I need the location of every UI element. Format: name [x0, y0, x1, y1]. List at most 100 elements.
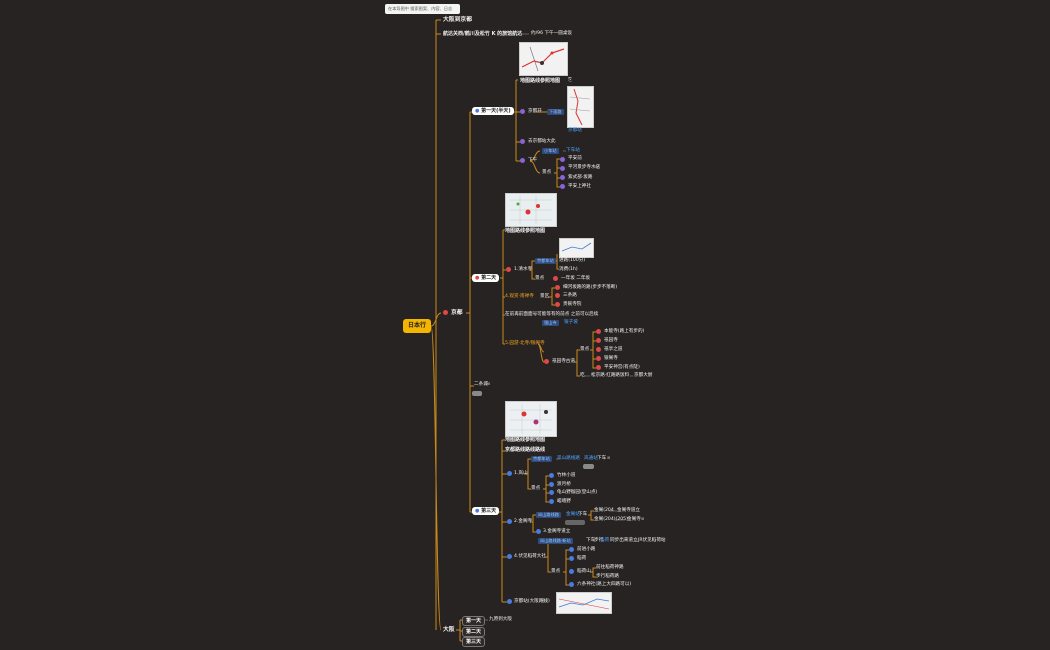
day3-map-note[interactable]: 地图路线参照地图 — [505, 437, 546, 443]
day2-route-thumbnail[interactable] — [559, 238, 594, 258]
day2-group2-item-2[interactable]: 三条路 — [563, 293, 577, 298]
day3-group2-badge[interactable] — [565, 520, 585, 525]
day2-group3-scenic[interactable]: 景点 — [580, 347, 590, 352]
day3-tail[interactable]: 京都站(大阪路线) — [514, 599, 550, 604]
day1-item-3[interactable]: 紫式部·坂路 — [568, 175, 593, 180]
search-input[interactable]: 在本导图中 搜索图案、内容、日志 — [385, 4, 460, 14]
day3-tag-arashiyama-station[interactable]: 岚通站 — [584, 456, 598, 461]
note-icon[interactable]: ⊞ — [487, 381, 491, 386]
day3-group1-item-1[interactable]: 竹林小道 — [557, 473, 576, 478]
day3-tag-getoff-2[interactable]: 下车 — [578, 512, 588, 517]
day3-group4-item-1[interactable]: 前进小路 — [577, 547, 596, 552]
day1-route-thumbnail[interactable] — [567, 86, 594, 128]
day3-group2[interactable]: 2.金阁寺 — [514, 519, 533, 524]
day1-afternoon-start[interactable]: 京都开 — [528, 109, 542, 114]
day2-group2[interactable]: 4.观赏·南禅寺 — [505, 294, 534, 299]
node-day2[interactable]: ● 第二天 — [472, 274, 500, 282]
node-osaka-to-kyoto[interactable]: 大阪到京都 — [443, 17, 472, 23]
node-day3[interactable]: ● 第三天 — [472, 507, 500, 515]
osaka-day1[interactable]: 第一天 — [462, 616, 486, 626]
day2-group3-eat-b[interactable]: 京都大厨 — [634, 373, 653, 378]
day1-item-1[interactable]: 平安前 — [568, 156, 582, 161]
day3-group1-item-3[interactable]: 龟山野猴园(登山点) — [557, 490, 598, 495]
day1-after-kyoto[interactable]: 去京都站大此 — [528, 139, 556, 144]
day2-group3-item-5[interactable]: 平安神宫(有点陡) — [604, 365, 640, 370]
day1-scenic[interactable]: 景点 — [542, 170, 552, 175]
day2-group3-item-2[interactable]: 祇园寺 — [604, 338, 618, 343]
day3-collapsed-badge[interactable] — [583, 464, 594, 469]
day3-group4-item-3[interactable]: 稻荷山 — [577, 569, 591, 574]
day3-intro[interactable]: 京都路线路线路线 — [505, 447, 546, 453]
day1-map-thumbnail[interactable] — [519, 42, 568, 76]
day3-group1[interactable]: 1.岚山 — [514, 471, 528, 476]
day3-group1-scenic[interactable]: 景点 — [531, 486, 541, 491]
root-node[interactable]: 日本行 — [403, 319, 431, 333]
osaka-day3[interactable]: 第三天 — [462, 637, 486, 647]
day2-group1-a[interactable]: 进路(100分) — [559, 258, 586, 263]
day3-group4[interactable]: 4.伏见稻荷大社 — [514, 554, 546, 559]
day3-group1-item-2[interactable]: 渡月桥 — [557, 482, 571, 487]
day3-map-thumbnail[interactable] — [505, 401, 557, 437]
day3-tag-walk[interactable]: 步行 — [594, 538, 604, 543]
day3-group4-tail2[interactable]: JR伏见稻荷站 — [638, 538, 666, 543]
day2-map-note[interactable]: 地图路线参照地图 — [505, 228, 546, 234]
day2-group1-b[interactable]: 消费(1h) — [559, 267, 578, 272]
node-osaka[interactable]: 大阪 — [443, 627, 455, 633]
day1-item-4[interactable]: 平安上神社 — [568, 184, 591, 189]
note-icon-2[interactable]: ⊞ — [607, 455, 611, 460]
day2-map-thumbnail[interactable] — [505, 193, 557, 227]
day2-group3-item-3[interactable]: 祇享之道 — [604, 347, 623, 352]
note-icon-3[interactable]: ⊞ — [641, 516, 645, 521]
day2-group2-item-3[interactable]: 贵碗寺院 — [563, 302, 582, 307]
day3-tag-line-4[interactable]: 岚山路线路·新站 — [538, 538, 573, 544]
day3-tag-inari[interactable]: 稻荷 — [600, 538, 610, 543]
day1-kyoto-link[interactable]: 京都站 — [568, 128, 582, 133]
day2-tips[interactable]: 在前再前面面号可能等有的前点 之前可以后续 — [505, 312, 599, 317]
day3-group4-sub-1[interactable]: 前往稻荷神路 — [596, 565, 624, 570]
node-nijo[interactable]: 二条城 — [474, 382, 488, 387]
day2-group2-route[interactable]: 景区 — [540, 294, 550, 299]
day3-group4-item-4[interactable]: 六条神社(路上大四路可以) — [577, 582, 632, 587]
day1-item-2[interactable]: 平河景步寺水店 — [568, 165, 601, 170]
day2-tag-temple[interactable]: 银山寺 — [542, 320, 559, 326]
day3-group4-scenic[interactable]: 景点 — [551, 569, 561, 574]
node-kyoto-trip[interactable]: 航达关西/鹤川及松竹 K 的旅馆航达 — [443, 31, 523, 37]
osaka-day1-note[interactable]: 九原到大阪 — [489, 617, 512, 622]
day3-group4-tail[interactable]: 同步出来道立 — [610, 538, 638, 543]
day3-tag-getoff-4[interactable]: 下车 — [586, 538, 596, 543]
day3-group2-b[interactable]: 金阁(204)(205) — [594, 517, 628, 522]
day3-tag-station[interactable]: 京都车站 — [531, 456, 552, 462]
day3-group4-item-2[interactable]: 稻荷 — [577, 556, 587, 561]
day2-group1-scenic[interactable]: 景点 — [535, 276, 545, 281]
node-day1[interactable]: ● 第一天(半天) — [472, 107, 514, 115]
day2-group3-item-4[interactable]: 银阁寺 — [604, 356, 618, 361]
day1-tag-getoff[interactable]: 下车站 — [566, 148, 580, 153]
day2-tag-station[interactable]: 京都车站 — [535, 258, 556, 264]
day3-group2-a[interactable]: 金阁(204 — [594, 508, 614, 513]
nijo-collapsed-badge[interactable] — [472, 391, 482, 396]
day3-tag-kinkaku[interactable]: 金阁站 — [566, 512, 580, 517]
day1-map-note[interactable]: 地图路线参照地图 — [520, 78, 561, 84]
day2-group3-eat-a[interactable]: 松京路·红路路饭料 — [591, 373, 630, 378]
day3-group2-a2[interactable]: 金阁寺道立 — [617, 508, 640, 513]
day1-tag-station[interactable]: 小车站 — [542, 148, 559, 154]
node-kyoto-trip-note[interactable]: 约/96 下午一圆桌饭 — [531, 31, 573, 36]
day2-group3-temple[interactable]: 祇园寺古道 — [552, 359, 575, 364]
attachment-icon[interactable]: ⎘ — [568, 77, 573, 83]
day2-group2-item-1[interactable]: 细河坂路的路(步步不落断) — [563, 285, 618, 290]
day1-tag-route[interactable]: 下面路 — [547, 109, 564, 115]
day2-group3-eat[interactable]: 吃 — [580, 373, 585, 378]
link-icon[interactable]: ⊙ — [595, 164, 600, 170]
day3-route-thumbnail[interactable] — [556, 592, 612, 614]
day2-group3-item-1[interactable]: 本能寺(路上有步的) — [604, 329, 645, 334]
day1-afternoon[interactable]: 下午 — [528, 158, 538, 163]
day3-tag-getoff[interactable]: 下车 — [597, 456, 607, 461]
day3-group2-c[interactable]: 3.金阁寺道立 — [543, 529, 571, 534]
osaka-day2[interactable]: 第二天 — [462, 627, 486, 637]
day2-group1-c[interactable]: 一年坂 二年坂 — [561, 276, 591, 281]
node-kyoto[interactable]: 京都 — [451, 310, 463, 316]
day3-group4-sub-2[interactable]: 步行稻荷路 — [596, 574, 619, 579]
attachment-icon-2[interactable]: ⎘ — [542, 598, 546, 603]
day2-group3[interactable]: 5.园游·北寺/银阁寺 — [505, 341, 545, 346]
day3-group2-b2[interactable]: 金阁寺 — [627, 517, 641, 522]
